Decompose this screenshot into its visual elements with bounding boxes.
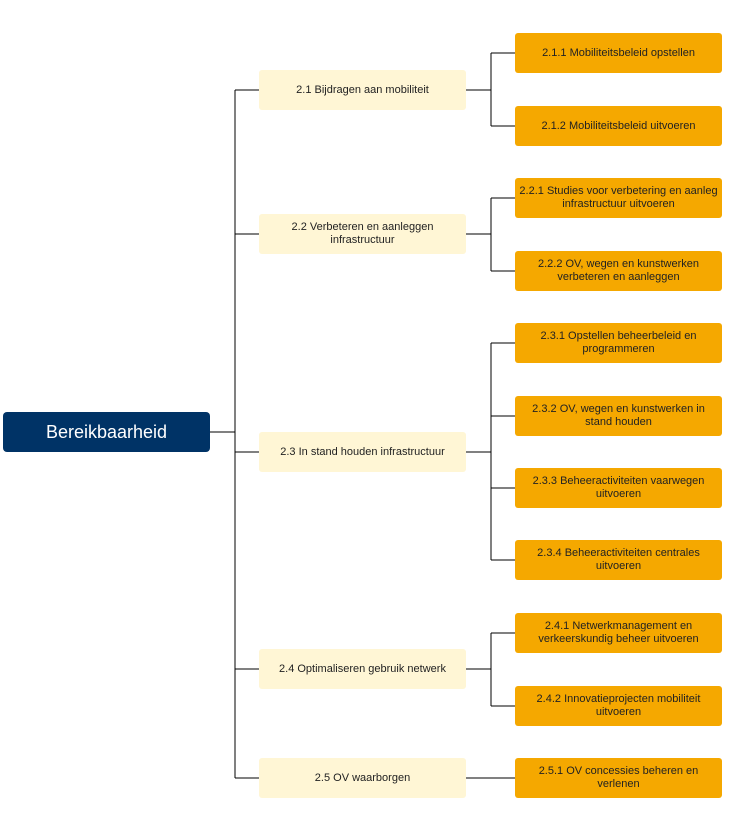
node-label: 2.2 Verbeteren en aanleggen infrastructu…: [291, 221, 434, 246]
node-label: 2.2.2 OV, wegen en kunstwerken verbetere…: [537, 258, 700, 283]
node-2-3-1: 2.3.1 Opstellen beheerbeleid en programm…: [515, 323, 722, 363]
node-2-4-2: 2.4.2 Innovatieprojecten mobiliteit uitv…: [515, 686, 722, 726]
node-label: 2.3.1 Opstellen beheerbeleid en programm…: [540, 330, 697, 355]
node-label: 2.3.3 Beheeractiviteiten vaarwegen uitvo…: [532, 475, 705, 500]
node-2-3-3: 2.3.3 Beheeractiviteiten vaarwegen uitvo…: [515, 468, 722, 508]
node-2-2-2: 2.2.2 OV, wegen en kunstwerken verbetere…: [515, 251, 722, 291]
node-2-1-2: 2.1.2 Mobiliteitsbeleid uitvoeren: [515, 106, 722, 146]
node-label: 2.4.1 Netwerkmanagement en verkeerskundi…: [538, 620, 699, 645]
node-label: 2.1.1 Mobiliteitsbeleid opstellen: [542, 46, 695, 59]
node-label: 2.4.2 Innovatieprojecten mobiliteit uitv…: [536, 693, 701, 718]
root-node-label: Bereikbaarheid: [45, 421, 168, 442]
node-2-3-4: 2.3.4 Beheeractiviteiten centrales uitvo…: [515, 540, 722, 580]
node-label: 2.5.1 OV concessies beheren en verlenen: [538, 765, 699, 790]
node-2-1-1: 2.1.1 Mobiliteitsbeleid opstellen: [515, 33, 722, 73]
node-2-5: 2.5 OV waarborgen: [259, 758, 466, 798]
node-2-2-1: 2.2.1 Studies voor verbetering en aanleg…: [515, 178, 722, 218]
node-2-3: 2.3 In stand houden infrastructuur: [259, 432, 466, 472]
node-label: 2.1 Bijdragen aan mobiliteit: [296, 83, 429, 96]
node-label: 2.1.2 Mobiliteitsbeleid uitvoeren: [541, 119, 696, 132]
node-label: 2.4 Optimaliseren gebruik netwerk: [279, 662, 446, 675]
node-2-4-1: 2.4.1 Netwerkmanagement en verkeerskundi…: [515, 613, 722, 653]
node-2-1: 2.1 Bijdragen aan mobiliteit: [259, 70, 466, 110]
root-node: Bereikbaarheid: [3, 412, 210, 452]
node-2-3-2: 2.3.2 OV, wegen en kunstwerken in stand …: [515, 396, 722, 436]
node-2-4: 2.4 Optimaliseren gebruik netwerk: [259, 649, 466, 689]
node-label: 2.3.4 Beheeractiviteiten centrales uitvo…: [537, 547, 700, 572]
node-2-5-1: 2.5.1 OV concessies beheren en verlenen: [515, 758, 722, 798]
node-2-2: 2.2 Verbeteren en aanleggen infrastructu…: [259, 214, 466, 254]
node-label: 2.5 OV waarborgen: [314, 771, 411, 784]
node-label: 2.3 In stand houden infrastructuur: [280, 445, 445, 458]
node-label: 2.2.1 Studies voor verbetering en aanleg…: [519, 185, 718, 210]
node-label: 2.3.2 OV, wegen en kunstwerken in stand …: [532, 403, 705, 428]
